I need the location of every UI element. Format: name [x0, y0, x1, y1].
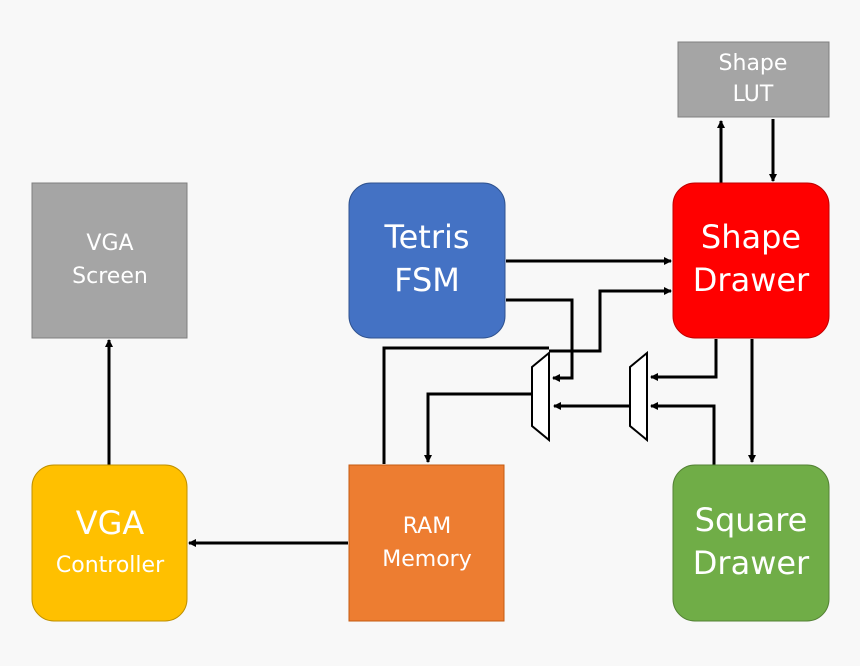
vga-controller-label-line2: Controller	[56, 553, 165, 578]
wire-ram-memory-to-mux1	[382, 346, 549, 464]
shape-drawer-label-line1: Shape	[701, 218, 801, 256]
shape-drawer-label-line2: Drawer	[693, 261, 810, 299]
wires	[105, 119, 777, 547]
wire-shape-drawer-to-mux2	[650, 339, 718, 381]
shape-lut-box	[677, 41, 830, 118]
tetris-fsm-block: Tetris FSM	[348, 182, 506, 339]
ram-memory-label-line2: Memory	[382, 547, 471, 572]
vga-screen-box	[31, 182, 188, 339]
vga-screen-label-line2: Screen	[72, 264, 148, 289]
wire-square-drawer-to-mux2	[650, 402, 716, 466]
ram-memory-box	[348, 464, 505, 622]
wire-mux1-to-ram-memory	[424, 392, 531, 463]
shape-drawer-box	[672, 182, 830, 339]
vga-controller-block: VGA Controller	[31, 464, 188, 622]
square-drawer-label-line1: Square	[695, 501, 808, 539]
ram-memory-label-line1: RAM	[403, 514, 451, 539]
vga-screen-block: VGA Screen	[31, 182, 188, 339]
wire-mux1-to-shape-drawer	[549, 287, 672, 353]
shape-lut-block: Shape LUT	[677, 41, 830, 118]
mux-2	[629, 350, 648, 443]
vga-screen-label-line1: VGA	[86, 231, 133, 256]
shape-drawer-block: Shape Drawer	[672, 182, 830, 339]
vga-controller-box	[31, 464, 188, 622]
mux-1	[531, 350, 550, 443]
shape-lut-label-line2: LUT	[733, 82, 774, 107]
tetris-fsm-label-line2: FSM	[394, 261, 460, 299]
square-drawer-label-line2: Drawer	[693, 544, 810, 582]
tetris-fsm-box	[348, 182, 506, 339]
vga-controller-label-line1: VGA	[76, 504, 145, 542]
ram-memory-block: RAM Memory	[348, 464, 505, 622]
square-drawer-box	[672, 464, 830, 622]
wire-tetris-fsm-to-mux1	[506, 298, 574, 382]
tetris-fsm-label-line1: Tetris	[383, 218, 469, 256]
shape-lut-label-line1: Shape	[719, 51, 788, 76]
square-drawer-block: Square Drawer	[672, 464, 830, 622]
